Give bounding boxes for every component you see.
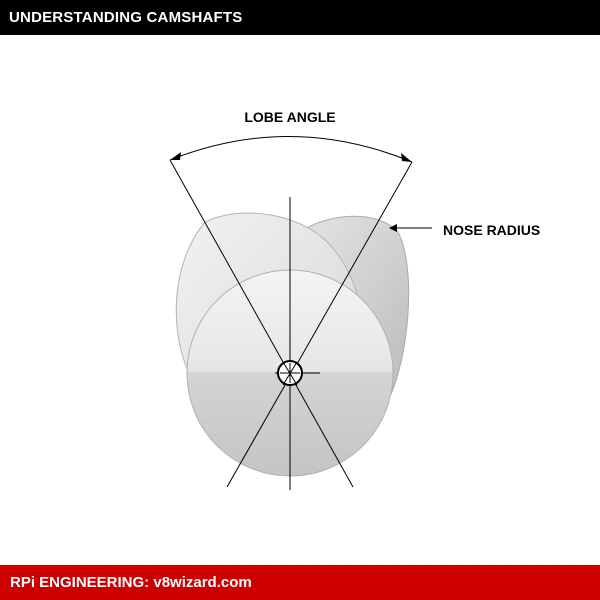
- footer-credit: RPi ENGINEERING: v8wizard.com: [10, 574, 252, 591]
- camshaft-lobe-diagram: LOBE ANGLE NOSE RADIUS: [169, 109, 540, 490]
- arc-arrowhead-left: [170, 152, 181, 160]
- lobe-angle-label: LOBE ANGLE: [244, 109, 335, 125]
- footer-bar: RPi ENGINEERING: v8wizard.com: [0, 565, 600, 600]
- header-bar: UNDERSTANDING CAMSHAFTS: [0, 0, 600, 35]
- page-title: UNDERSTANDING CAMSHAFTS: [9, 9, 243, 26]
- arc-arrowhead-right: [401, 153, 412, 162]
- exhaust-lobe-centerline: [226, 161, 413, 488]
- nose-radius-label: NOSE RADIUS: [443, 222, 540, 238]
- intake-lobe-centerline: [169, 159, 354, 488]
- nose-radius-arrowhead: [389, 224, 397, 232]
- lobe-angle-arc: [169, 136, 413, 163]
